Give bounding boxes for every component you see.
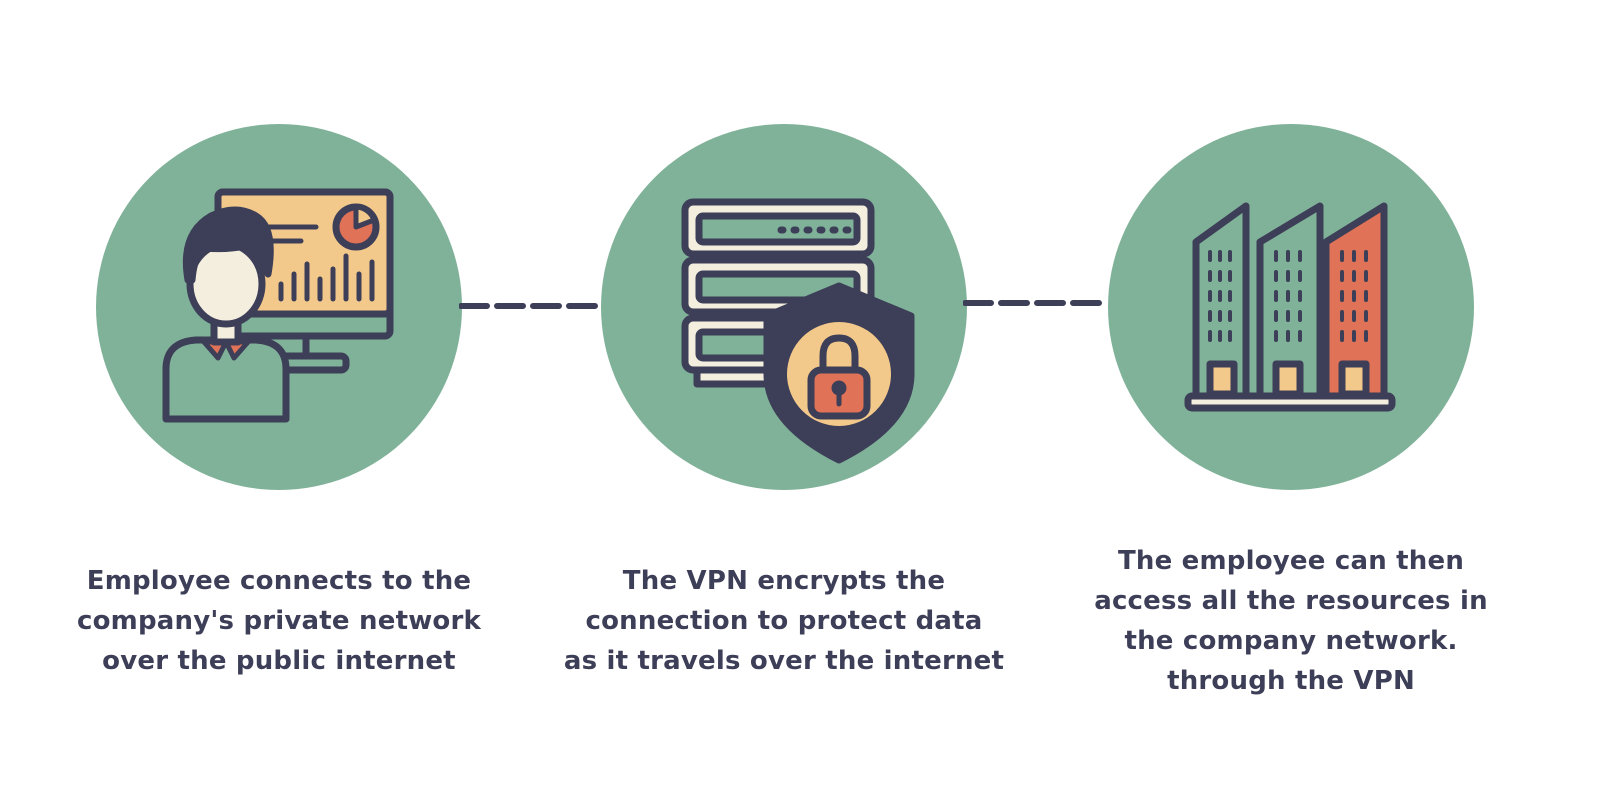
step-2-caption: The VPN encrypts the connection to prote… [549,561,1019,681]
server-shield-lock-icon [681,198,915,464]
step-3-circle [1108,124,1474,490]
step-1-circle [96,124,462,490]
caption-line: The VPN encrypts the [622,566,946,596]
caption-line: company's private network [77,606,481,636]
caption-line: as it travels over the internet [563,646,1005,676]
caption-line: connection to protect data [585,606,983,636]
caption-line: access all the resources in [1094,586,1488,616]
caption-line: the company network. [1124,626,1458,656]
employee-computer-icon [162,188,394,423]
caption-line: The employee can then [1117,546,1465,576]
caption-line: over the public internet [102,646,456,676]
office-buildings-icon [1184,202,1396,412]
step-3-caption: The employee can then access all the res… [1056,541,1526,701]
dashed-connector-2 [963,300,1111,306]
caption-line: through the VPN [1167,666,1415,696]
step-2-circle [601,124,967,490]
dashed-connector-1 [459,303,603,309]
step-1-caption: Employee connects to the company's priva… [44,561,514,681]
caption-line: Employee connects to the [86,566,472,596]
